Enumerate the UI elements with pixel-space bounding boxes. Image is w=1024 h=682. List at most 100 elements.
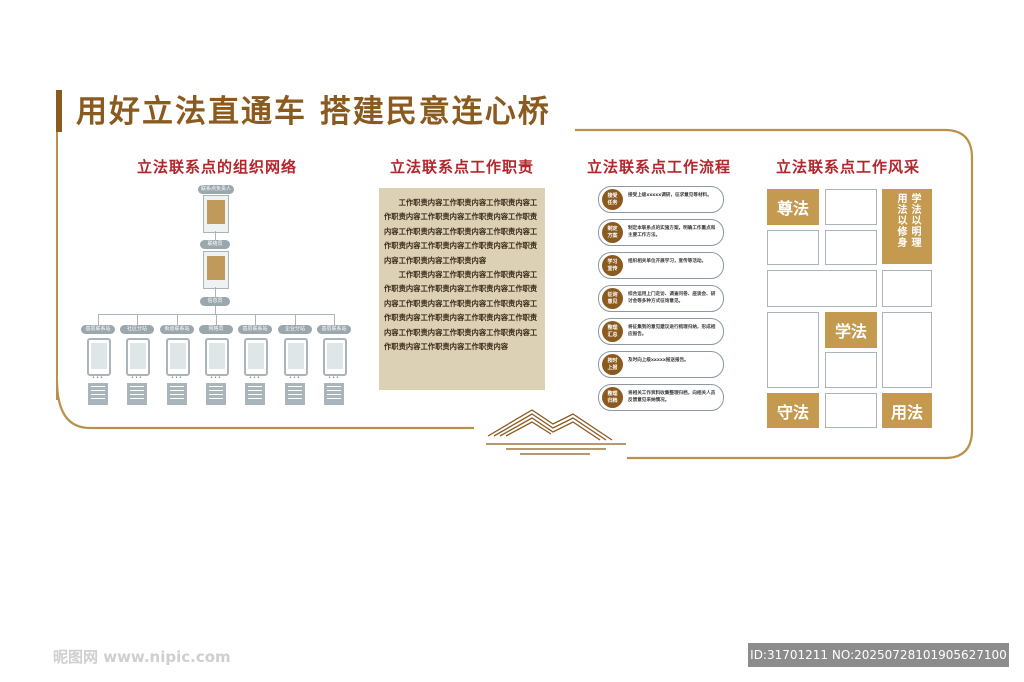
org-branch-label: 基层联系站 xyxy=(317,325,351,334)
watermark-id: ID:31701211 NO:20250728101905627100 xyxy=(748,643,1009,667)
photo-cell xyxy=(767,230,819,265)
style-label-respect-law: 尊法 xyxy=(767,189,819,225)
flow-step-text: 接受上级xxxxx调研，征求意见等材料。 xyxy=(628,193,712,198)
duty-paragraph-2: 工作职责内容工作职责内容工作职责内容工作职责内容工作职责内容工作职责内容工作职责… xyxy=(384,270,538,352)
org-phone-screen xyxy=(170,343,186,369)
flow-step-badge: 学习宣传 xyxy=(602,255,623,276)
flow-step-badge: 整理归档 xyxy=(602,387,623,408)
flow-step: 整理归档将相关工作资料收集整理归档，向相关人员反馈意见采纳情况。 xyxy=(598,384,724,411)
style-label-study-law: 学法 xyxy=(825,312,877,348)
org-connector xyxy=(215,231,216,240)
duty-section-title: 立法联系点工作职责 xyxy=(390,158,535,176)
org-top-photo xyxy=(207,200,225,224)
org-member-phone-icon xyxy=(323,338,347,376)
flow-step-text: 将相关工作资料收集整理归档，向相关人员反馈意见采纳情况。 xyxy=(628,391,716,403)
title-accent-bar xyxy=(56,90,62,132)
org-branch-connector xyxy=(137,314,138,325)
org-phone-screen xyxy=(327,343,343,369)
photo-cell xyxy=(825,393,877,428)
org-branch-label: 社区分站 xyxy=(120,325,154,334)
flow-step-text: 制定本联系点的实施方案，明确工作重点和主要工作方法。 xyxy=(628,226,716,238)
org-branch-label: 企业分站 xyxy=(278,325,312,334)
flow-step: 整理汇总将征集到的意见建议进行梳理归纳，形成相应报告。 xyxy=(598,318,724,345)
org-branch-connector xyxy=(98,314,99,325)
org-branch-label: 基层联系站 xyxy=(81,325,115,334)
org-phone-screen xyxy=(288,343,304,369)
style-motto-panel: 学法以明理 用法以修身 xyxy=(882,189,932,264)
org-member-phone-icon xyxy=(166,338,190,376)
flow-step: 接受任务接受上级xxxxx调研，征求意见等材料。 xyxy=(598,186,724,213)
org-member-phone-icon xyxy=(205,338,229,376)
org-dots: ••• xyxy=(289,375,301,381)
org-branch-connector xyxy=(334,314,335,325)
org-branch-connector xyxy=(295,314,296,325)
org-document-icon xyxy=(206,383,226,405)
org-document-icon xyxy=(285,383,305,405)
org-document-icon xyxy=(167,383,187,405)
org-branch-label: 基层联系站 xyxy=(238,325,272,334)
org-dots: ••• xyxy=(210,375,222,381)
style-motto-text: 学法以明理 用法以修身 xyxy=(895,192,920,248)
page-title: 用好立法直通车 搭建民意连心桥 xyxy=(76,94,551,130)
flow-step-badge: 按时上报 xyxy=(602,354,623,375)
photo-cell xyxy=(825,189,877,225)
org-member-phone-icon xyxy=(87,338,111,376)
mountain-decoration xyxy=(487,409,613,441)
flow-step-badge: 征询意见 xyxy=(602,288,623,309)
style-label-obey-law: 守法 xyxy=(767,393,819,428)
org-dots: ••• xyxy=(171,375,183,381)
photo-cell xyxy=(767,270,877,307)
style-section-title: 立法联系点工作风采 xyxy=(776,158,921,176)
org-connector xyxy=(215,306,216,314)
photo-cell xyxy=(767,312,819,388)
org-top-frame xyxy=(203,195,229,233)
org-phone-screen xyxy=(91,343,107,369)
org-document-icon xyxy=(245,383,265,405)
org-section-title: 立法联系点的组织网络 xyxy=(137,158,298,176)
duty-paragraph-1: 工作职责内容工作职责内容工作职责内容工作职责内容工作职责内容工作职责内容工作职责… xyxy=(384,198,538,265)
org-member-phone-icon xyxy=(284,338,308,376)
duty-text: 工作职责内容工作职责内容工作职责内容工作职责内容工作职责内容工作职责内容工作职责… xyxy=(384,196,542,354)
org-member-phone-icon xyxy=(126,338,150,376)
org-branch-label: 街道联系站 xyxy=(160,325,194,334)
flow-step: 征询意见综合运用上门走访、调查问卷、座谈会、研讨会等多种方式征询意见。 xyxy=(598,285,724,312)
org-dots: ••• xyxy=(249,375,261,381)
org-document-icon xyxy=(324,383,344,405)
flow-step: 按时上报及时向上级xxxxx报送报告。 xyxy=(598,351,724,378)
watermark-site: 昵图网 www.nipic.com xyxy=(53,648,231,666)
org-document-icon xyxy=(127,383,147,405)
flow-step-badge: 整理汇总 xyxy=(602,321,623,342)
flow-step-text: 将征集到的意见建议进行梳理归纳，形成相应报告。 xyxy=(628,325,716,337)
org-dots: ••• xyxy=(328,375,340,381)
flow-section-title: 立法联系点工作流程 xyxy=(587,158,732,176)
org-phone-screen xyxy=(248,343,264,369)
org-branch-label: 网格员 xyxy=(199,325,233,334)
org-mid-label: 联络员 xyxy=(200,240,230,249)
frame-left-vertical xyxy=(56,130,58,400)
photo-cell xyxy=(825,352,877,388)
org-member-phone-icon xyxy=(244,338,268,376)
org-dots: ••• xyxy=(131,375,143,381)
style-label-use-law: 用法 xyxy=(882,393,932,428)
org-phone-screen xyxy=(130,343,146,369)
org-branch-connector xyxy=(216,314,217,325)
org-top-label: 联系点负责人 xyxy=(198,185,234,194)
org-mid-photo xyxy=(207,256,225,280)
flow-step-text: 综合运用上门走访、调查问卷、座谈会、研讨会等多种方式征询意见。 xyxy=(628,292,716,304)
flow-step-badge: 制定方案 xyxy=(602,222,623,243)
org-branch-connector xyxy=(177,314,178,325)
org-branch-connector xyxy=(255,314,256,325)
photo-cell xyxy=(882,312,932,388)
org-bottom-label: 信息员 xyxy=(200,297,230,306)
org-mid-frame xyxy=(203,251,229,289)
photo-cell xyxy=(882,270,932,307)
org-dots: ••• xyxy=(92,375,104,381)
org-document-icon xyxy=(88,383,108,405)
flow-step-text: 组织相关单位开展学习，宣传等活动。 xyxy=(628,259,707,264)
org-connector xyxy=(215,287,216,297)
flow-step: 制定方案制定本联系点的实施方案，明确工作重点和主要工作方法。 xyxy=(598,219,724,246)
org-phone-screen xyxy=(209,343,225,369)
flow-step-text: 及时向上级xxxxx报送报告。 xyxy=(628,358,689,363)
duty-panel: 工作职责内容工作职责内容工作职责内容工作职责内容工作职责内容工作职责内容工作职责… xyxy=(379,188,545,390)
